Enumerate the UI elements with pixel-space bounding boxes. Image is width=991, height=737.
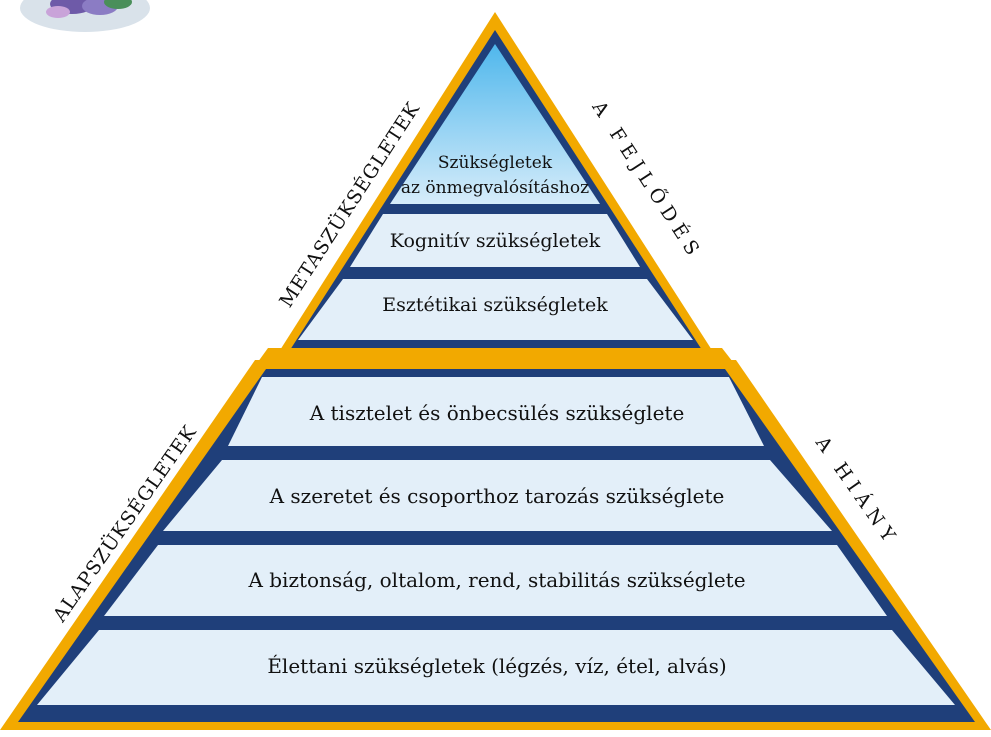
band-physiological: [37, 630, 955, 705]
level-aesthetic: Esztétikai szükségletek: [382, 294, 608, 316]
level-self-actualization-line-1: Szükségletek: [438, 153, 553, 173]
level-physiological: Élettani szükségletek (légzés, víz, étel…: [267, 654, 726, 678]
level-belonging: A szeretet és csoporthoz tarozás szükség…: [269, 484, 725, 508]
band-safety: [104, 545, 887, 616]
band-self-actualization: [390, 44, 600, 204]
level-cognitive: Kognitív szükségletek: [390, 230, 601, 252]
band-esteem: [228, 377, 764, 446]
decorative-flower-image: [20, 0, 150, 32]
level-esteem: A tisztelet és önbecsülés szükséglete: [309, 401, 685, 425]
band-aesthetic: [298, 279, 693, 340]
level-safety: A biztonság, oltalom, rend, stabilitás s…: [247, 568, 745, 592]
band-cognitive: [350, 214, 640, 267]
band-belonging: [163, 460, 832, 531]
level-self-actualization-line-2: az önmegvalósításhoz: [401, 178, 589, 198]
